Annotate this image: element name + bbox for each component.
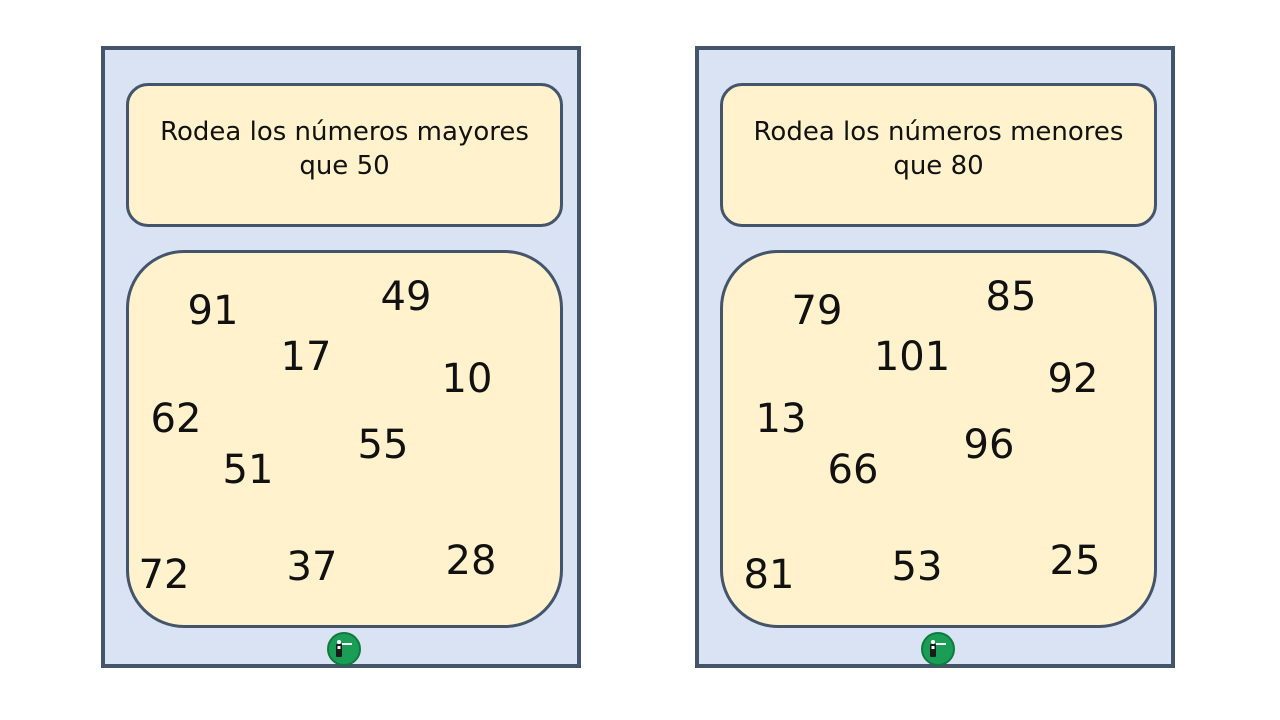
number-item[interactable]: 79 [791,288,843,334]
worksheet-card-right: Rodea los números menores que 80 79 85 1… [695,46,1175,668]
instruction-text: Rodea los números menores que 80 [753,117,1124,181]
numbers-area: 91 49 17 10 62 55 51 72 37 28 [126,250,563,628]
number-item[interactable]: 17 [280,334,332,380]
number-item[interactable]: 62 [150,396,202,442]
instruction-box: Rodea los números mayores que 50 [126,83,563,227]
number-item[interactable]: 72 [138,552,190,598]
number-item[interactable]: 13 [755,396,807,442]
number-item[interactable]: 28 [445,538,497,584]
number-item[interactable]: 37 [286,544,338,590]
number-item[interactable]: 96 [963,422,1015,468]
worksheet-card-left: Rodea los números mayores que 50 91 49 1… [101,46,581,668]
number-item[interactable]: 49 [380,274,432,320]
number-item[interactable]: 10 [441,356,493,402]
instruction-text: Rodea los números mayores que 50 [160,117,529,181]
number-item[interactable]: 53 [891,544,943,590]
number-item[interactable]: 81 [743,552,795,598]
number-item[interactable]: 85 [985,274,1037,320]
number-item[interactable]: 66 [827,447,879,493]
green-circle-logo-icon [921,632,955,666]
number-item[interactable]: 51 [222,447,274,493]
number-item[interactable]: 101 [873,334,951,380]
logo-glyph-icon [336,640,352,657]
green-circle-logo-icon [327,632,361,666]
numbers-area: 79 85 101 92 13 96 66 81 53 25 [720,250,1157,628]
instruction-box: Rodea los números menores que 80 [720,83,1157,227]
number-item[interactable]: 91 [187,288,239,334]
number-item[interactable]: 55 [357,422,409,468]
number-item[interactable]: 92 [1047,356,1099,402]
number-item[interactable]: 25 [1049,538,1101,584]
logo-glyph-icon [930,640,946,657]
